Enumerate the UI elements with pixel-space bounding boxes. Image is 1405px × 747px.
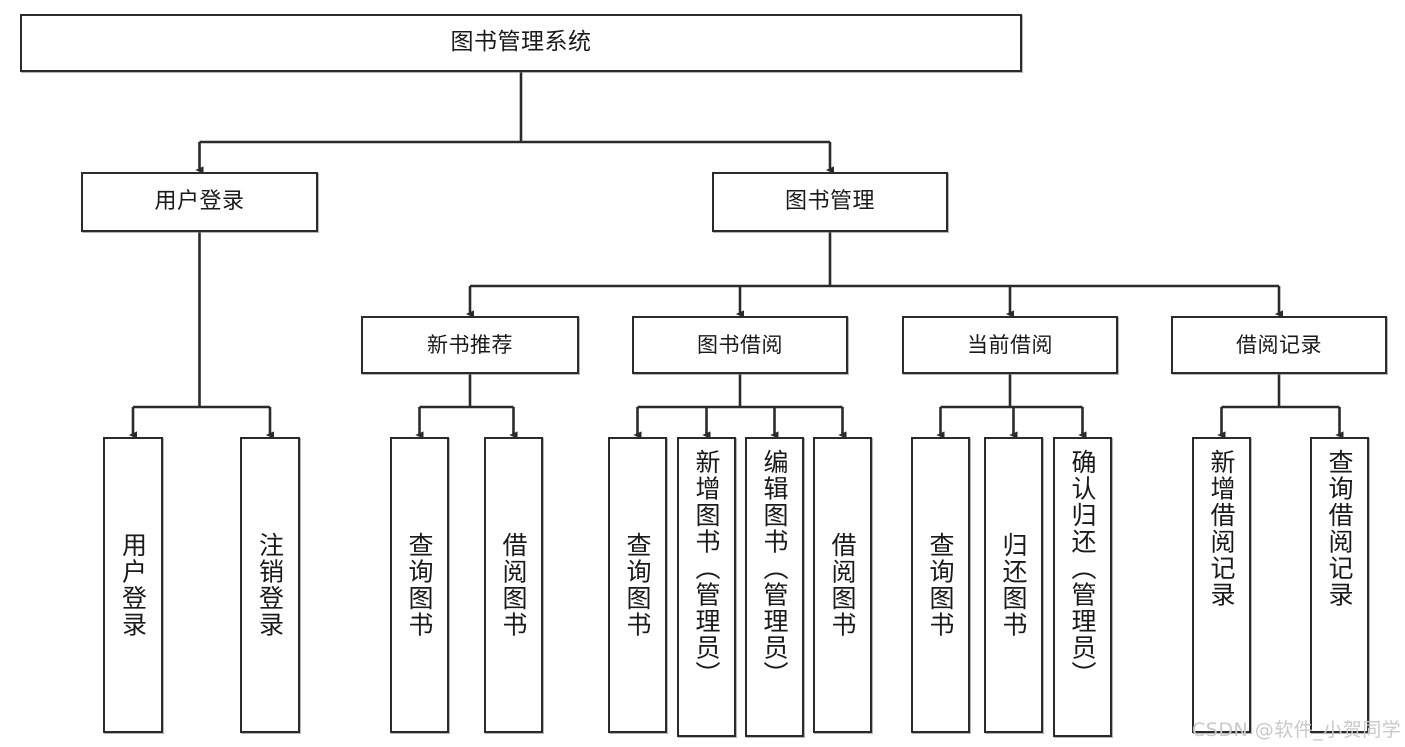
node-leaf-nbr-query: 查询图书: [390, 437, 449, 733]
node-label: 新增图书（管理员）: [692, 449, 721, 688]
node-label: 查询图书: [623, 532, 652, 638]
node-label: 查询图书: [926, 532, 955, 638]
node-book-borrow: 图书借阅: [632, 316, 848, 374]
node-label: 借阅图书: [828, 532, 857, 638]
node-leaf-bb-query: 查询图书: [608, 437, 667, 733]
node-label: 用户登录: [154, 189, 245, 215]
node-label: 借阅图书: [499, 532, 528, 638]
node-leaf-cb-confirm: 确认归还（管理员）: [1053, 437, 1112, 737]
node-user-login: 用户登录: [81, 172, 318, 232]
node-label: 新书推荐: [427, 332, 513, 357]
node-root: 图书管理系统: [20, 14, 1022, 72]
node-label: 图书借阅: [697, 332, 783, 357]
node-leaf-cb-return: 归还图书: [984, 437, 1043, 733]
node-leaf-br-add: 新增借阅记录: [1192, 437, 1251, 733]
node-label: 新增借阅记录: [1207, 449, 1236, 608]
node-label: 当前借阅: [967, 332, 1053, 357]
node-label: 图书管理系统: [450, 29, 592, 56]
node-book-manage: 图书管理: [712, 172, 948, 232]
node-label: 归还图书: [999, 532, 1028, 638]
node-new-book-rec: 新书推荐: [361, 316, 579, 374]
node-leaf-bb-edit: 编辑图书（管理员）: [745, 437, 804, 737]
node-leaf-bb-add: 新增图书（管理员）: [677, 437, 736, 737]
node-label: 用户登录: [118, 532, 148, 638]
node-leaf-nbr-borrow: 借阅图书: [484, 437, 543, 733]
node-borrow-record: 借阅记录: [1171, 316, 1387, 374]
node-label: 图书管理: [784, 189, 875, 215]
node-current-borrow: 当前借阅: [902, 316, 1118, 374]
node-label: 查询图书: [405, 532, 434, 638]
node-label: 注销登录: [255, 532, 285, 638]
node-label: 借阅记录: [1236, 332, 1322, 357]
node-leaf-bb-borrow: 借阅图书: [813, 437, 872, 733]
node-label: 编辑图书（管理员）: [760, 449, 789, 688]
node-leaf-user-logout: 注销登录: [240, 437, 300, 733]
node-leaf-br-query: 查询借阅记录: [1310, 437, 1369, 733]
node-label: 确认归还（管理员）: [1068, 449, 1097, 688]
node-leaf-user-login: 用户登录: [103, 437, 163, 733]
node-leaf-cb-query: 查询图书: [911, 437, 970, 733]
node-label: 查询借阅记录: [1325, 449, 1354, 608]
csdn-watermark: CSDN @软件_小贺同学: [1192, 719, 1402, 741]
